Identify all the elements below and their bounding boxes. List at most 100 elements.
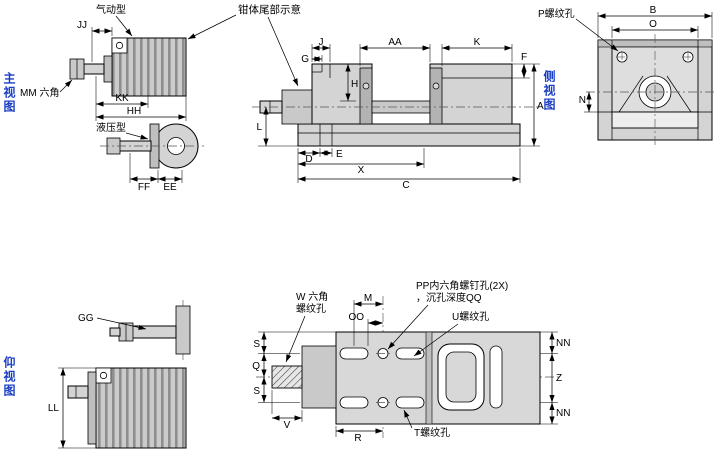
vise-end-view: P螺纹孔 B O N [538,5,716,146]
pneumatic-port-hole-profile [99,371,108,380]
dim-Q-label: Q [252,361,260,372]
pp-label-line1: PP内六角螺钉孔(2X) [416,279,508,292]
bottom-view-label: 仰视图 [2,356,16,398]
dim-V: V [271,390,303,431]
dim-N: N [579,92,598,113]
t-thread-leader [403,409,413,429]
dim-V-label: V [284,420,291,431]
dim-JJ-label: JJ [77,20,87,31]
dim-NN-Z-NN: NN Z NN [540,331,570,425]
pneumatic-type-label: 气动型 [96,3,126,16]
dim-A: A [520,64,544,147]
dim-J: J [311,37,331,62]
dim-R: R [335,426,383,444]
dim-AA-label: AA [388,37,402,48]
dim-HH: HH [96,96,187,121]
dim-R-label: R [354,433,361,444]
dim-F-label: F [521,52,527,63]
hydraulic-rod-tip [109,327,121,337]
dim-L-label: L [256,122,262,133]
pneumatic-front-plate [87,371,97,445]
fixed-jaw [429,63,513,125]
dim-LL-label: LL [48,403,60,414]
dim-E-label: E [336,149,343,160]
dim-X-label: X [358,165,365,176]
tail-note-label: 钳体尾部示意 [238,3,301,16]
p-thread-leader [575,18,619,52]
dim-C-label: C [402,180,409,191]
hydraulic-plate-profile [175,305,191,355]
drive-shaft [83,63,105,75]
dim-Z-label: Z [556,373,562,384]
gg-leader [96,317,147,330]
pneumatic-actuator-view: 气动型 MM 六角 JJ KK HH [20,3,187,121]
dim-M-label: M [364,293,372,304]
hydraulic-actuator-profile: GG [78,300,191,360]
w-hex-leader [285,315,306,363]
dim-HH-label: HH [127,106,141,117]
hydraulic-leader [125,132,149,140]
dim-G: G [301,54,323,65]
vise-base [297,123,521,147]
pp-label-line2: ，沉孔深度QQ [416,291,482,304]
movable-jaw-plate [359,67,373,125]
dim-K: K [441,37,513,66]
mm-hex-leader [59,79,73,93]
hydraulic-shaft-profile [131,325,177,339]
tail-note-callout: 钳体尾部示意 [187,3,301,87]
dim-FF-label: FF [138,182,150,193]
dim-L: L [256,107,298,147]
dim-LL: LL [48,367,96,449]
dim-D-label: D [305,154,312,165]
u-thread-label: U螺纹孔 [452,310,489,323]
hydraulic-actuator-view: 液压型 FF EE [96,121,204,193]
side-view-label: 侧视图 [542,70,556,112]
pneumatic-port [111,37,128,54]
mount-slot [339,347,369,360]
u-thread-leader [413,323,459,357]
pneumatic-leader [115,15,133,37]
pneumatic-actuator-profile: LL [48,367,187,449]
jaw-gap [425,331,433,425]
dim-AA: AA [359,37,431,66]
mm-hex-label: MM 六角 [20,87,59,99]
bottom-tail-block [301,345,337,409]
dim-S-top-label: S [253,339,260,350]
dim-M: M [353,293,383,346]
dim-B-label: B [650,5,657,16]
dim-C: C [298,148,521,191]
hydraulic-type-label: 液压型 [96,121,126,134]
dim-B: B [597,5,713,38]
dim-O-label: O [649,19,657,30]
mount-slot [395,347,425,360]
dim-OO-label: OO [348,312,364,323]
w-hex-label-line2: 螺纹孔 [296,302,326,315]
dim-F: F [512,52,540,79]
dim-J-label: J [319,37,324,48]
w-hex-label-line1: W 六角 [296,291,328,303]
bottom-screw-section [271,365,303,389]
dim-FF-EE: FF EE [129,153,183,193]
dim-S-Q-S: S Q S [252,331,336,403]
dim-G-label: G [301,54,309,65]
t-thread-label: T螺纹孔 [414,426,450,439]
mount-slot [395,396,425,409]
dim-K-label: K [474,37,481,48]
dim-GG-label: GG [78,313,94,324]
dim-JJ: JJ [77,20,113,62]
vertical-slot [489,345,503,409]
mount-slot [339,396,369,409]
shaft-flange [103,55,113,83]
pneumatic-port-hole [115,41,124,50]
dim-D-E: D E [297,148,343,183]
vise-side-view: J G AA K F A [252,37,544,191]
jaw-plate-screw [362,82,370,90]
jaw-plate-screw [432,82,440,90]
main-view-label: 主视图 [2,72,16,114]
dim-O: O [611,19,699,38]
pp-leader [387,304,429,350]
dim-N-label: N [579,95,586,106]
dim-A-label: A [537,101,544,112]
